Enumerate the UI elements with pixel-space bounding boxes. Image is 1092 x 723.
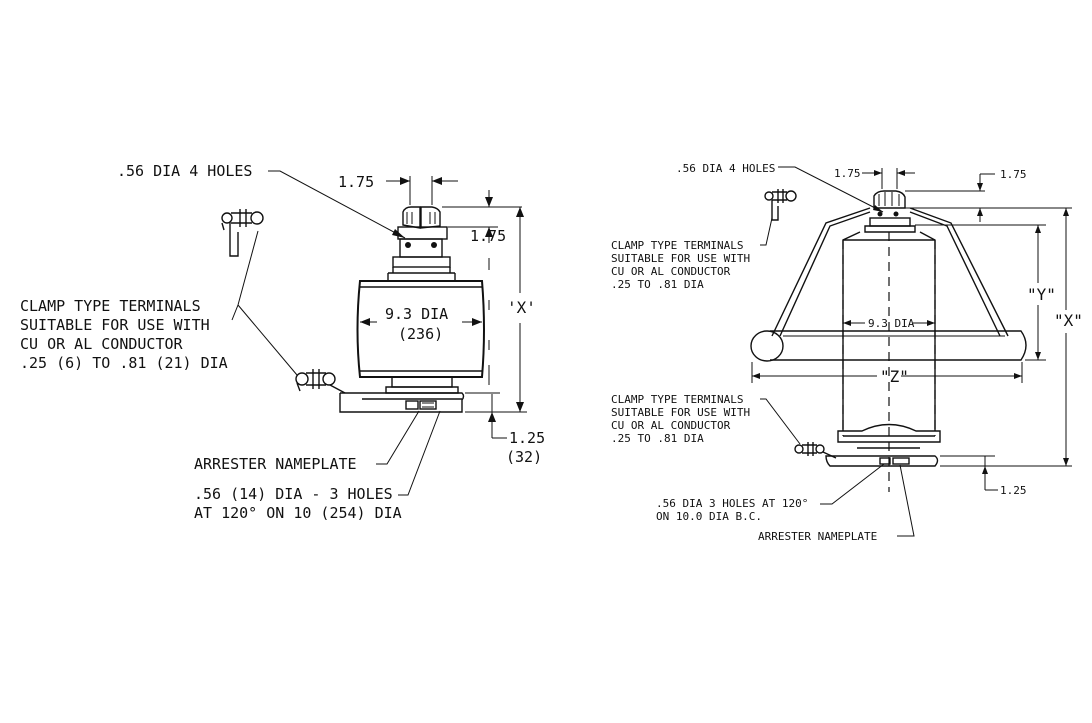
right-nameplate-label: ARRESTER NAMEPLATE [758, 530, 877, 543]
right-dim-93 [843, 320, 935, 326]
left-dim-175-a-label: 1.75 [338, 173, 374, 191]
right-leader-nameplate [897, 464, 915, 537]
right-base-holes-line-2: ON 10.0 DIA B.C. [656, 510, 762, 523]
right-support-bracket [771, 207, 1009, 337]
right-leader-terminals-top [760, 217, 773, 246]
right-dim-175-b-label: 1.75 [1000, 168, 1027, 181]
left-terminals-line-2: SUITABLE FOR USE WITH [20, 316, 210, 334]
right-dim-y [915, 224, 1046, 361]
left-leader-nameplate [376, 410, 420, 465]
right-x-label: "X" [1054, 311, 1083, 330]
left-base-holes-line-1: .56 (14) DIA - 3 HOLES [194, 485, 393, 503]
right-terminals-top-line-3: CU OR AL CONDUCTOR [611, 265, 731, 278]
left-view [221, 170, 527, 496]
right-terminals-bottom-line-4: .25 TO .81 DIA [611, 432, 704, 445]
left-arrester-body [356, 280, 485, 378]
left-dim-125 [488, 394, 507, 439]
right-side-terminal [794, 442, 837, 459]
right-loose-terminal [764, 189, 797, 221]
left-base [339, 376, 465, 413]
left-terminals-line-4: .25 (6) TO .81 (21) DIA [20, 354, 228, 372]
right-dim-175-a-label: 1.75 [834, 167, 861, 180]
right-terminals-bottom-line-3: CU OR AL CONDUCTOR [611, 419, 731, 432]
right-base-holes-line-1: .56 DIA 3 HOLES AT 120° [656, 497, 808, 510]
left-leader-holes-top [268, 170, 406, 239]
right-y-label: "Y" [1027, 285, 1056, 304]
left-base-holes-line-2: AT 120° ON 10 (254) DIA [194, 504, 402, 522]
left-dim-175-vertical [442, 190, 522, 385]
left-side-terminal [295, 369, 346, 394]
right-terminals-bottom-line-2: SUITABLE FOR USE WITH [611, 406, 750, 419]
right-leader-holes-top [778, 166, 884, 213]
right-dim-125-label: 1.25 [1000, 484, 1027, 497]
left-dim-125-metric-label: (32) [506, 448, 542, 466]
right-arrester-body [842, 231, 936, 492]
right-terminals-top-line-4: .25 TO .81 DIA [611, 278, 704, 291]
left-loose-terminal [221, 209, 264, 257]
left-leader-base-holes [398, 410, 441, 496]
left-terminals-line-3: CU OR AL CONDUCTOR [20, 335, 184, 353]
left-top-terminal [387, 206, 456, 281]
right-dim-x [940, 208, 1072, 467]
right-leader-base-holes [820, 463, 885, 505]
right-holes-top-label: .56 DIA 4 HOLES [676, 162, 775, 175]
left-holes-top-label: .56 DIA 4 HOLES [117, 162, 252, 180]
right-z-label: "Z" [880, 367, 909, 386]
right-dim-z [751, 362, 1023, 383]
right-dim-175-vertical [905, 173, 1072, 222]
left-x-label: 'X' [507, 298, 536, 317]
left-leader-terminals [231, 230, 259, 321]
left-dia-label: 9.3 DIA [385, 305, 448, 323]
left-nameplate-label: ARRESTER NAMEPLATE [194, 455, 357, 473]
right-leader-terminals-bottom [760, 398, 801, 445]
right-view [750, 166, 1072, 537]
right-dim-175-horizontal [862, 168, 915, 189]
right-terminals-top-line-1: CLAMP TYPE TERMINALS [611, 239, 743, 252]
right-terminals-top-line-2: SUITABLE FOR USE WITH [611, 252, 750, 265]
right-base [825, 423, 941, 467]
right-top-terminal [864, 190, 916, 233]
right-grading-ring [750, 330, 1027, 362]
right-terminals-bottom-line-1: CLAMP TYPE TERMINALS [611, 393, 743, 406]
left-dim-175-b-label: 1.75 [470, 227, 506, 245]
left-dim-125-label: 1.25 [509, 429, 545, 447]
right-dim-125 [982, 456, 998, 491]
left-dim-x [465, 207, 527, 413]
left-terminals-line-1: CLAMP TYPE TERMINALS [20, 297, 201, 315]
right-dia-label: 9.3 DIA [868, 317, 915, 330]
left-dia-metric-label: (236) [398, 325, 443, 343]
left-leader-terminals-2 [237, 304, 298, 376]
left-dim-175-horizontal [386, 176, 458, 205]
